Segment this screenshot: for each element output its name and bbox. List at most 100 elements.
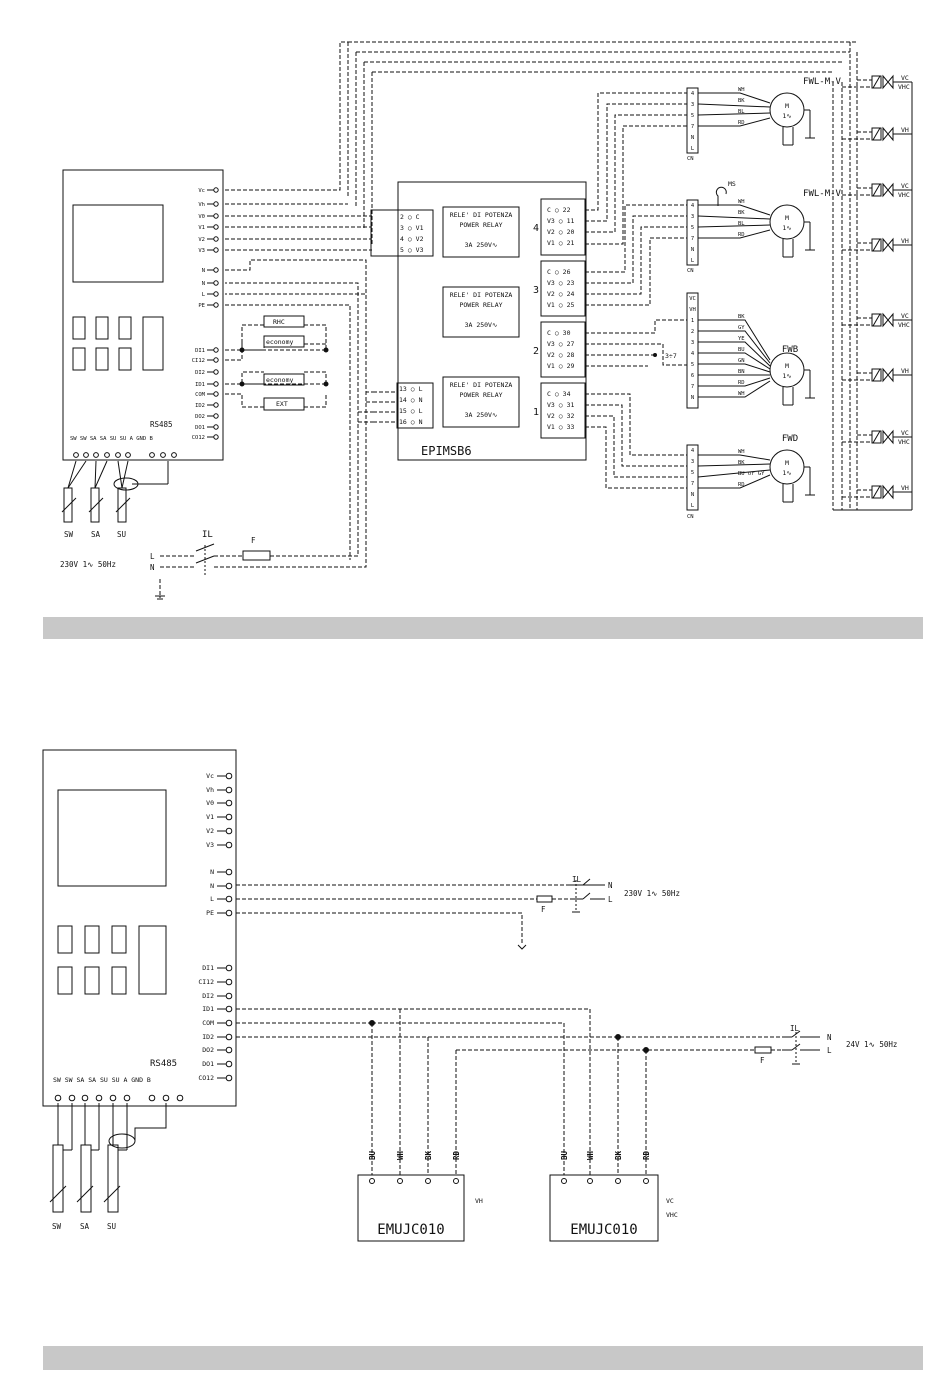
top-l-label: L (150, 552, 155, 561)
actuator-label-1: VC (666, 1197, 674, 1205)
motor-wire-label: BK (738, 98, 745, 104)
relay-group-terminal: V3 ○ 11 (547, 217, 574, 225)
motor-wire-label: BL (738, 221, 745, 227)
motor-terminal-label: 2 (691, 329, 694, 335)
mini-terminal-label: 5 ○ V3 (400, 246, 424, 254)
actuator-wire-label: RD (642, 1150, 651, 1160)
bottom-controller-bottom-labels: SW SW SA SA SU SU A GND B (53, 1076, 151, 1084)
motor-cn-label: CN (687, 268, 694, 274)
bottom-terminal (225, 992, 233, 1000)
bottom-controller-terminal (54, 1094, 62, 1102)
relay-group-terminal: V1 ○ 21 (547, 239, 574, 247)
motor-wire-label: RD (738, 232, 745, 238)
top-controller-bottom-labels: SW SW SA SA SU SU A GND B (70, 436, 153, 442)
relay-input-terminal-label: 16 ○ N (399, 418, 423, 426)
bypass-label: 3÷7 (665, 352, 677, 360)
top-terminal-label: DI2 (195, 370, 205, 376)
bottom-terminal (225, 1046, 233, 1054)
bottom-terminal-label: COM (202, 1019, 214, 1027)
bottom-fuse-1: F (541, 905, 546, 914)
relay-group-terminal: V2 ○ 24 (547, 290, 574, 298)
top-terminal-label: CI12 (192, 358, 205, 364)
bottom-controller-terminal (68, 1094, 76, 1102)
bottom-probe-sw: SW (52, 1222, 62, 1231)
probe-sa (90, 487, 100, 523)
relay-group-number: 3 (533, 285, 539, 296)
valve-label-2: VHC (898, 321, 910, 329)
bottom-terminal (225, 964, 233, 972)
top-terminal-label: ID1 (195, 382, 205, 388)
relay-box-line2: POWER RELAY (459, 221, 502, 229)
top-terminal (213, 236, 219, 242)
bottom-terminal-label: PE (206, 909, 214, 917)
actuator-wire-label: BU (560, 1150, 569, 1160)
bottom-controller-terminal (123, 1094, 131, 1102)
motor-terminal-label: L (691, 258, 695, 264)
top-terminal-label: V0 (198, 214, 205, 220)
relay-group-terminal: V1 ○ 25 (547, 301, 574, 309)
actuator-terminal (561, 1178, 567, 1184)
motor-terminal-label: N (691, 395, 694, 401)
motor-terminal-label: VC (689, 296, 696, 302)
bottom-terminal-label: N (210, 868, 214, 876)
bottom-fuse-2: F (760, 1056, 765, 1065)
top-terminal-label: DI1 (195, 348, 205, 354)
mini-terminal-label: 2 ○ C (400, 213, 420, 221)
motor-m-symbol: M (785, 214, 789, 222)
bottom-terminal (225, 1060, 233, 1068)
switch-economy-2: economy (266, 376, 293, 384)
motor-terminal-label: 4 (691, 91, 695, 97)
valve-body (882, 312, 894, 328)
top-terminal (213, 357, 219, 363)
relay-group-number: 1 (533, 407, 539, 418)
motor-terminal-label: L (691, 146, 695, 152)
top-terminal (213, 424, 219, 430)
bottom-terminal-label: V1 (206, 813, 214, 821)
motor-terminal-label: 3 (691, 459, 694, 465)
valve-label-1: VH (901, 367, 909, 375)
power-24-label: 24V 1∿ 50Hz (846, 1040, 897, 1049)
motor-terminal-label: 4 (691, 351, 695, 357)
relay-box-line3: 3A 250V∿ (465, 321, 498, 329)
motor-terminal-label: VH (689, 307, 696, 313)
valve-body (882, 182, 894, 198)
motor-wave-symbol: 1∿ (782, 112, 792, 120)
top-terminal (213, 402, 219, 408)
top-terminal-label: ID2 (195, 403, 205, 409)
valve-body (882, 237, 894, 253)
top-probe-sw: SW (64, 530, 74, 539)
relay-input-terminal-label: 14 ○ N (399, 396, 423, 404)
bottom-terminal-label: DO2 (202, 1046, 214, 1054)
valve-coil (871, 238, 882, 252)
top-terminal (213, 224, 219, 230)
top-bottom-terminal (149, 452, 155, 458)
top-terminal (213, 434, 219, 440)
actuator-wire-label: BK (614, 1150, 623, 1160)
bottom-terminal-label: DO1 (202, 1060, 214, 1068)
valve-coil (871, 368, 882, 382)
motor-terminal-label: 3 (691, 340, 694, 346)
top-bottom-terminal (104, 452, 110, 458)
motor-name: FWB (782, 345, 798, 355)
top-terminal-label: N (202, 268, 205, 274)
motor-terminal-label: 7 (691, 124, 694, 130)
motor-terminal-label: 5 (691, 225, 694, 231)
motor-name: FWL-M-V (803, 77, 842, 87)
top-terminal (213, 213, 219, 219)
top-probe-su: SU (117, 530, 126, 539)
actuator-terminal (425, 1178, 431, 1184)
top-bottom-terminal (73, 452, 79, 458)
motor-terminal-label: L (691, 503, 695, 509)
top-fuse-label: F (251, 536, 256, 545)
top-terminal-label: DO2 (195, 414, 205, 420)
motor-terminal-label: 5 (691, 470, 694, 476)
valve-label-1: VC (901, 182, 909, 190)
relay-group-terminal: C ○ 22 (547, 206, 571, 214)
top-rs485-label: RS485 (150, 420, 173, 429)
motor-wire-label: BN (738, 369, 745, 375)
relay-box-line3: 3A 250V∿ (465, 411, 498, 419)
top-terminal (213, 201, 219, 207)
section-divider-bar-bottom (43, 1346, 923, 1370)
motor-m-symbol: M (785, 102, 789, 110)
